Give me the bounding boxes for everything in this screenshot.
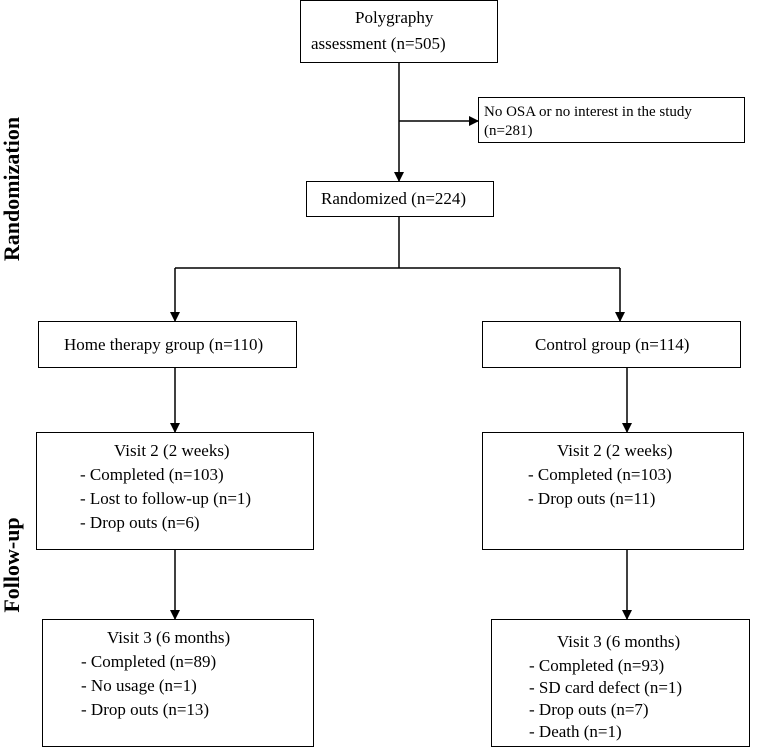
control-visit3-title: Visit 3 (6 months) (557, 632, 681, 651)
control-group-label: Control group (n=114) (535, 335, 690, 354)
polygraphy-line2: assessment (n=505) (311, 34, 446, 53)
home-visit2-item: - Drop outs (n=6) (80, 513, 200, 532)
home-visit3-item: - Completed (n=89) (81, 652, 217, 671)
control-visit3-item: - Death (n=1) (529, 722, 622, 741)
polygraphy-line1: Polygraphy (355, 8, 434, 27)
home-visit2-item: - Lost to follow-up (n=1) (80, 489, 252, 508)
home-visit2-title: Visit 2 (2 weeks) (114, 441, 230, 460)
side-label-randomization: Randomization (0, 116, 24, 262)
excluded-line2: (n=281) (484, 123, 533, 139)
home-visit3-item: - No usage (n=1) (81, 676, 197, 695)
home-therapy-group-box: Home therapy group (n=110) (38, 321, 297, 368)
control-visit2-title: Visit 2 (2 weeks) (557, 441, 673, 460)
home-therapy-group-label: Home therapy group (n=110) (64, 335, 264, 354)
polygraphy-box: Polygraphy assessment (n=505) (300, 0, 498, 63)
randomized-label: Randomized (n=224) (321, 189, 467, 208)
home-visit2-box: Visit 2 (2 weeks) - Completed (n=103) - … (36, 432, 314, 550)
home-visit3-box: Visit 3 (6 months) - Completed (n=89) - … (42, 619, 314, 747)
control-visit2-item: - Completed (n=103) (528, 465, 672, 484)
control-visit3-box: Visit 3 (6 months) - Completed (n=93) - … (491, 619, 750, 747)
control-visit3-item: - Drop outs (n=7) (529, 700, 649, 719)
control-visit2-item: - Drop outs (n=11) (528, 489, 656, 508)
excluded-line1: No OSA or no interest in the study (484, 104, 692, 120)
control-visit3-item: - Completed (n=93) (529, 656, 665, 675)
control-visit3-item: - SD card defect (n=1) (529, 678, 683, 697)
control-visit2-box: Visit 2 (2 weeks) - Completed (n=103) - … (482, 432, 744, 550)
home-visit3-item: - Drop outs (n=13) (81, 700, 210, 719)
randomized-box: Randomized (n=224) (306, 181, 494, 217)
side-label-follow-up: Follow-up (0, 517, 24, 613)
home-visit3-title: Visit 3 (6 months) (107, 628, 231, 647)
excluded-box: No OSA or no interest in the study (n=28… (478, 97, 745, 143)
control-group-box: Control group (n=114) (482, 321, 741, 368)
home-visit2-item: - Completed (n=103) (80, 465, 224, 484)
